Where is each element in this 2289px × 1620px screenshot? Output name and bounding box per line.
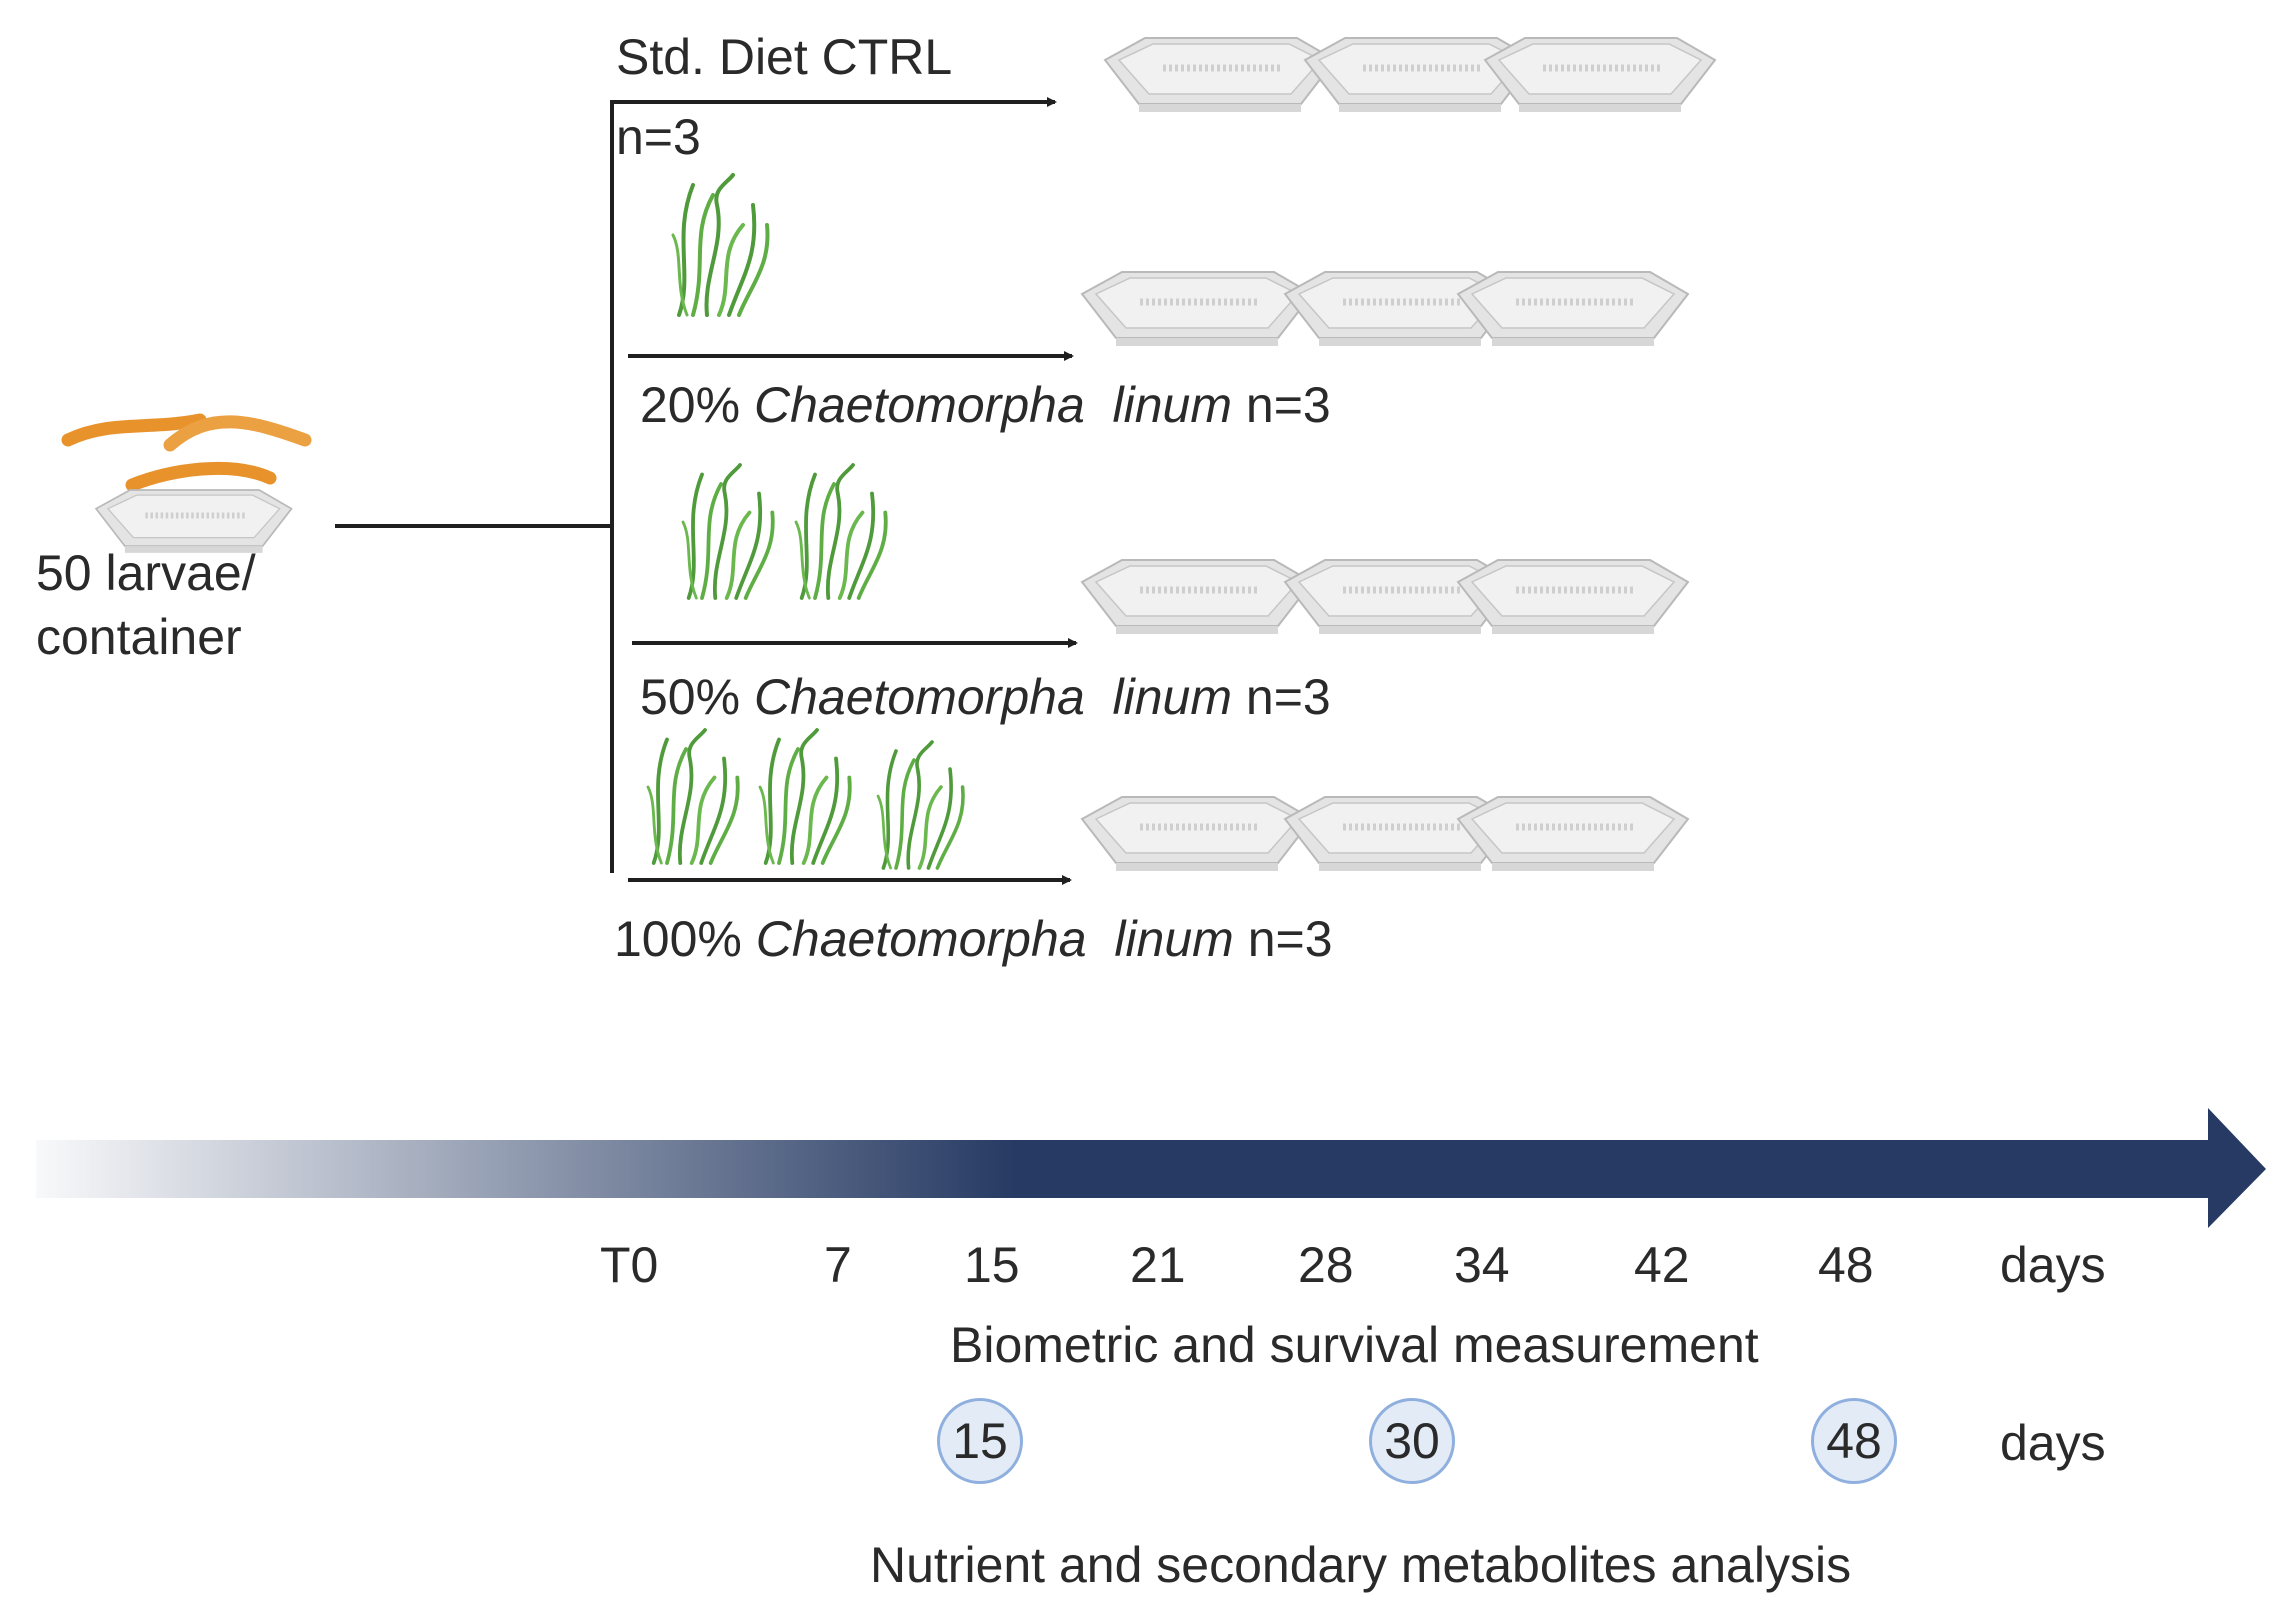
analysis-label: Nutrient and secondary metabolites analy… bbox=[870, 1537, 1852, 1593]
group-50-percent: 50% bbox=[640, 669, 741, 725]
seaweed-20-illustration bbox=[671, 173, 770, 317]
group-20-species: Chaetomorpha linum bbox=[753, 377, 1233, 433]
group-100-n: n=3 bbox=[1247, 911, 1333, 967]
timeline-arrow bbox=[36, 1108, 2266, 1228]
tick-label: 28 bbox=[1298, 1237, 1354, 1293]
tick-label: T0 bbox=[600, 1237, 659, 1293]
tick-label: 34 bbox=[1454, 1237, 1510, 1293]
group-20-label: 20% Chaetomorpha linum n=3 bbox=[640, 380, 1331, 430]
trays-100 bbox=[1082, 797, 1688, 871]
group-50-species: Chaetomorpha linum bbox=[753, 669, 1233, 725]
group-100-species: Chaetomorpha linum bbox=[755, 911, 1234, 967]
analysis-unit: days bbox=[2000, 1415, 2106, 1471]
branch-lines bbox=[335, 97, 1078, 885]
group-20-n: n=3 bbox=[1245, 377, 1331, 433]
group-20-percent: 20% bbox=[640, 377, 741, 433]
start-label-line2: container bbox=[36, 609, 242, 665]
tick-label: 42 bbox=[1634, 1237, 1690, 1293]
group-50-label: 50% Chaetomorpha linum n=3 bbox=[640, 672, 1331, 722]
analysis-day-badge: 48 bbox=[1811, 1398, 1897, 1484]
analysis-day-badge: 15 bbox=[937, 1398, 1023, 1484]
seaweed-100-illustration bbox=[646, 728, 965, 870]
timeline-unit: days bbox=[2000, 1237, 2106, 1293]
group-100-label: 100% Chaetomorpha linum n=3 bbox=[614, 914, 1333, 964]
seaweed-50-illustration bbox=[681, 463, 888, 600]
trays-50 bbox=[1082, 560, 1688, 634]
trays-ctrl bbox=[1105, 38, 1715, 112]
group-ctrl-label: Std. Diet CTRL bbox=[616, 29, 953, 85]
tick-label: 15 bbox=[964, 1237, 1020, 1293]
measurement-label: Biometric and survival measurement bbox=[950, 1317, 1759, 1373]
start-container-tray bbox=[96, 490, 292, 553]
group-ctrl-n: n=3 bbox=[616, 109, 701, 165]
group-100-percent: 100% bbox=[614, 911, 742, 967]
start-label-line1: 50 larvae/ bbox=[36, 545, 256, 601]
group-50-n: n=3 bbox=[1245, 669, 1331, 725]
trays-20 bbox=[1082, 272, 1688, 346]
tick-label: 48 bbox=[1818, 1237, 1874, 1293]
tick-label: 7 bbox=[824, 1237, 852, 1293]
tick-label: 21 bbox=[1130, 1237, 1186, 1293]
larvae-illustration bbox=[61, 413, 312, 492]
analysis-day-badge: 30 bbox=[1369, 1398, 1455, 1484]
